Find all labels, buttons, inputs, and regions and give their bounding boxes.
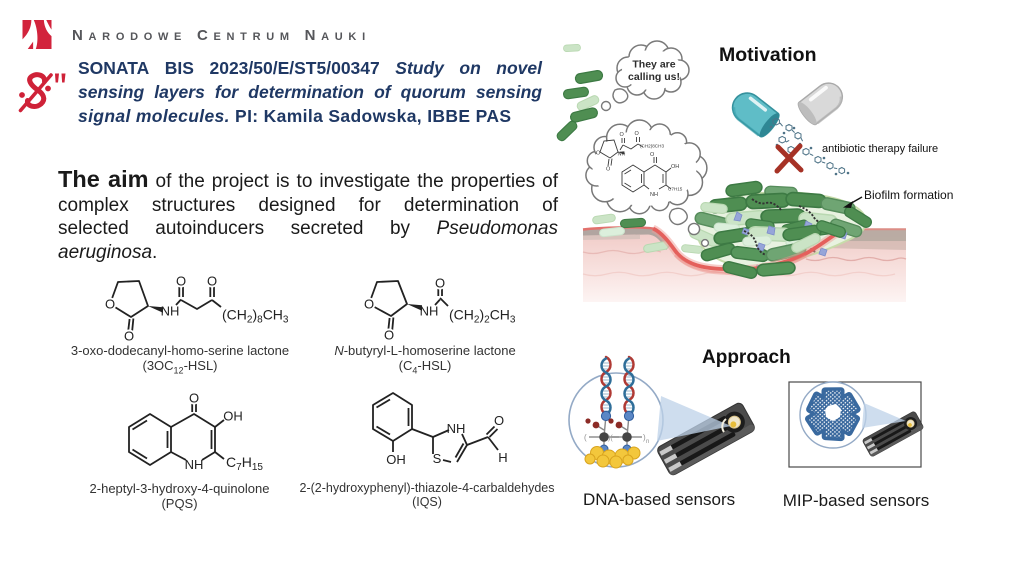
svg-text:C7H15: C7H15 — [226, 454, 263, 473]
svg-text:H: H — [498, 450, 507, 465]
svg-text:OH: OH — [386, 452, 406, 467]
svg-text:): ) — [643, 433, 646, 442]
svg-text:O: O — [635, 131, 640, 137]
svg-text:(CH2)2CH3: (CH2)2CH3 — [449, 307, 516, 326]
svg-text:O: O — [189, 391, 199, 406]
svg-text:(CH2)8CH3: (CH2)8CH3 — [222, 307, 289, 326]
svg-text:O: O — [176, 274, 186, 289]
svg-text:They are: They are — [632, 59, 675, 71]
svg-text:NH: NH — [650, 192, 658, 198]
svg-text:O: O — [435, 276, 445, 291]
svg-text:S: S — [433, 451, 442, 466]
svg-text:O: O — [124, 329, 134, 343]
svg-text:OH: OH — [223, 409, 243, 424]
svg-text:O: O — [596, 151, 601, 157]
svg-text:n: n — [646, 439, 649, 445]
svg-text:(CH2)8CH3: (CH2)8CH3 — [640, 144, 664, 149]
svg-text:O: O — [384, 328, 394, 343]
svg-text:calling us!: calling us! — [628, 71, 680, 83]
svg-text:O: O — [650, 152, 655, 158]
svg-text:O: O — [494, 413, 504, 428]
svg-text:O: O — [207, 274, 217, 289]
svg-text:NH: NH — [185, 457, 204, 472]
svg-text:C7H15: C7H15 — [668, 187, 683, 192]
svg-text:NH: NH — [161, 304, 180, 319]
svg-text:OH: OH — [671, 164, 679, 170]
svg-text:O: O — [364, 297, 374, 312]
svg-text:(: ( — [584, 433, 587, 442]
svg-text:NH: NH — [618, 152, 626, 158]
svg-text:NH: NH — [447, 421, 466, 436]
svg-text:O: O — [105, 297, 115, 312]
svg-text:O: O — [620, 132, 625, 138]
svg-text:)(: )( — [608, 435, 613, 442]
svg-text:NH: NH — [420, 304, 439, 319]
svg-text:O: O — [606, 167, 611, 173]
